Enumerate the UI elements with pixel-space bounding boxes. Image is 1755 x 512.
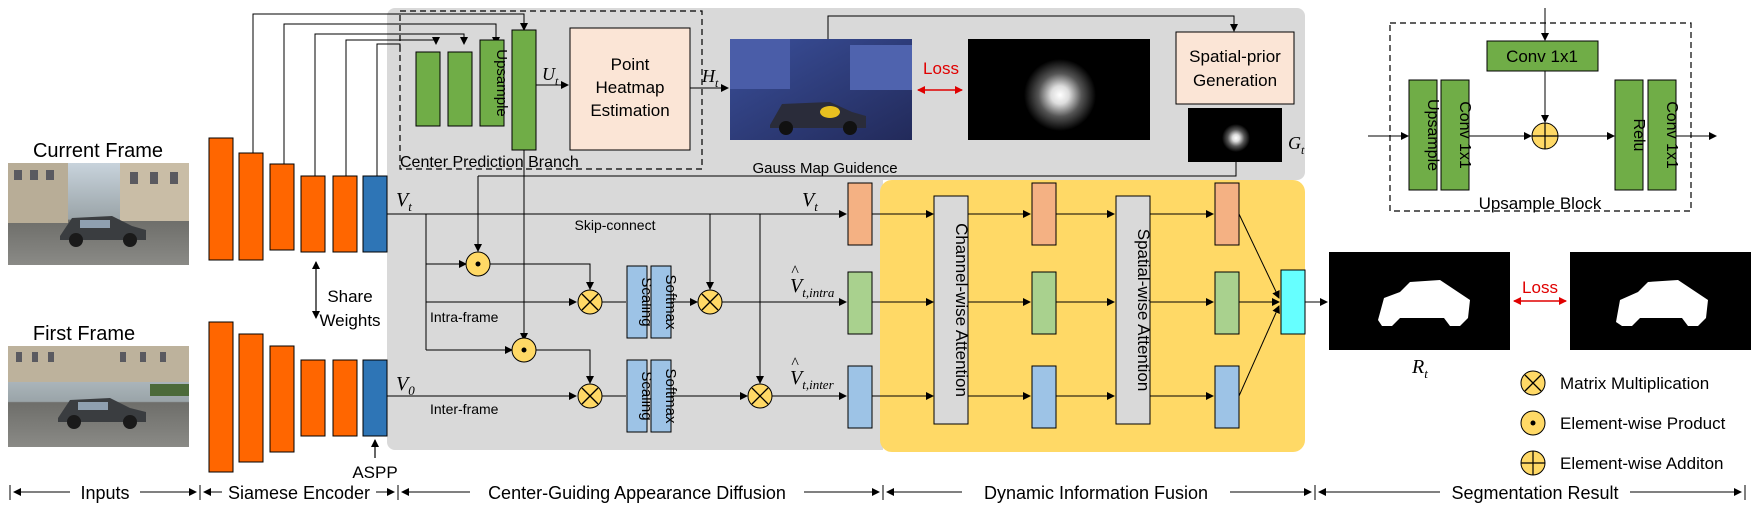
v-0-label: V0 (396, 373, 415, 398)
feature-green-out (1214, 271, 1240, 335)
upsample-block (479, 39, 505, 127)
feature-v-intra (847, 271, 873, 335)
upsample-conv-top-label: Conv 1x1 (1506, 47, 1578, 66)
heatmap-label-3: Estimation (590, 101, 669, 120)
r-t-label: Rt (1411, 356, 1428, 381)
feature-v-t (847, 182, 873, 246)
center-branch-box (399, 10, 703, 170)
section-segmentation: Segmentation Result (1451, 483, 1618, 503)
feature-blue-out (1214, 365, 1240, 429)
heatmap-label-2: Heatmap (596, 78, 665, 97)
v-t-label: Vt (396, 189, 412, 214)
encoder-top (208, 137, 388, 261)
heatmap-label-1: Point (611, 55, 650, 74)
channel-attention-label: Channel-wise Attention (952, 223, 971, 397)
inter-frame-label: Inter-frame (430, 401, 499, 417)
ground-truth-mask-image (1570, 252, 1751, 350)
section-dif: Dynamic Information Fusion (984, 483, 1208, 503)
feature-blue (1031, 365, 1057, 429)
share-weights-label-2: Weights (319, 311, 380, 330)
heatmap-box (569, 27, 691, 151)
upsample-block-relu-label: Relu (1630, 119, 1647, 152)
legend-elementwise-addition-label: Element-wise Additon (1560, 454, 1723, 473)
first-frame-image (8, 346, 189, 447)
aspp-block (362, 359, 388, 437)
gauss-map-image (968, 39, 1150, 140)
hat-intra: ^ (791, 263, 799, 280)
green-block (511, 29, 537, 151)
share-weights-label-1: Share (327, 287, 372, 306)
encoder-bottom (208, 321, 388, 473)
result-loss-label: Loss (1522, 278, 1558, 297)
aspp-label: ASPP (352, 463, 397, 482)
section-bar (9, 485, 1746, 500)
hat-inter: ^ (791, 355, 799, 372)
green-block (447, 51, 473, 127)
fused-output-block (1280, 269, 1306, 335)
spatial-attention-box (1115, 195, 1151, 425)
spatial-prior-label-1: Spatial-prior (1189, 47, 1281, 66)
spatial-prior-box (1175, 31, 1295, 105)
encoder-block (269, 345, 295, 453)
spatial-prior-label-2: Generation (1193, 71, 1277, 90)
u-t-label: Ut (542, 64, 559, 88)
scaling-box-inter (626, 359, 648, 433)
encoder-block (332, 175, 358, 253)
current-frame-label: Current Frame (33, 140, 163, 162)
upsample-block-frame (1389, 22, 1692, 212)
section-siamese-encoder: Siamese Encoder (228, 483, 370, 503)
current-frame-image (8, 163, 189, 265)
channel-attention-box (933, 195, 969, 425)
prediction-mask-image (1329, 252, 1510, 350)
softmax-label-intra: Softmax (662, 274, 679, 330)
heatmap-overlay-image (730, 39, 912, 140)
skip-connect-label: Skip-connect (575, 217, 656, 233)
g-t-label: Gt (1288, 133, 1305, 157)
encoder-block (238, 152, 264, 261)
softmax-label-inter: Softmax (662, 368, 679, 424)
feature-orange (1031, 182, 1057, 246)
green-block (415, 51, 441, 127)
section-cgad: Center-Guiding Appearance Diffusion (488, 483, 786, 503)
first-frame-label: First Frame (33, 323, 135, 345)
center-branch-title: Center Prediction Branch (400, 154, 579, 171)
legend-elementwise-product-label: Element-wise Product (1560, 414, 1726, 433)
dif-panel (880, 180, 1305, 452)
upsample-conv-top (1486, 40, 1599, 72)
upsample-block-title: Upsample Block (1479, 194, 1602, 213)
v-inter-label: Vt,inter (790, 367, 835, 392)
h-t-label: Ht (701, 66, 719, 90)
encoder-block (238, 333, 264, 463)
legend-matrix-mult-label: Matrix Multiplication (1560, 374, 1709, 393)
feature-orange-out (1214, 182, 1240, 246)
encoder-block (208, 137, 234, 261)
upsample-block-conv-left-label: Conv 1x1 (1456, 101, 1473, 169)
upsample-block-conv-right (1647, 79, 1677, 191)
v-t-skip-label: Vt (802, 189, 818, 214)
upsample-block-upsample (1408, 79, 1438, 191)
upsample-block-conv-left (1440, 79, 1470, 191)
feature-green (1031, 271, 1057, 335)
upsample-block-upsample-label: Upsample (1424, 99, 1441, 171)
encoder-block (300, 175, 326, 253)
encoder-block (208, 321, 234, 473)
gauss-loss-label: Loss (923, 59, 959, 78)
upsample-label: Upsample (493, 49, 510, 117)
feature-v-inter (847, 365, 873, 429)
upsample-block-conv-right-label: Conv 1x1 (1663, 101, 1680, 169)
gauss-caption: Gauss Map Guidence (752, 160, 897, 177)
intra-frame-label: Intra-frame (430, 309, 499, 325)
encoder-block (269, 163, 295, 251)
upsample-block-relu (1614, 79, 1644, 191)
g-t-image (1188, 108, 1282, 162)
aspp-block (362, 175, 388, 253)
spatial-attention-label: Spatial-wise Attention (1134, 229, 1153, 392)
section-inputs: Inputs (80, 483, 129, 503)
scaling-box-intra (626, 265, 648, 339)
v-intra-label: Vt,intra (790, 275, 835, 300)
encoder-block (332, 359, 358, 437)
encoder-block (300, 359, 326, 437)
